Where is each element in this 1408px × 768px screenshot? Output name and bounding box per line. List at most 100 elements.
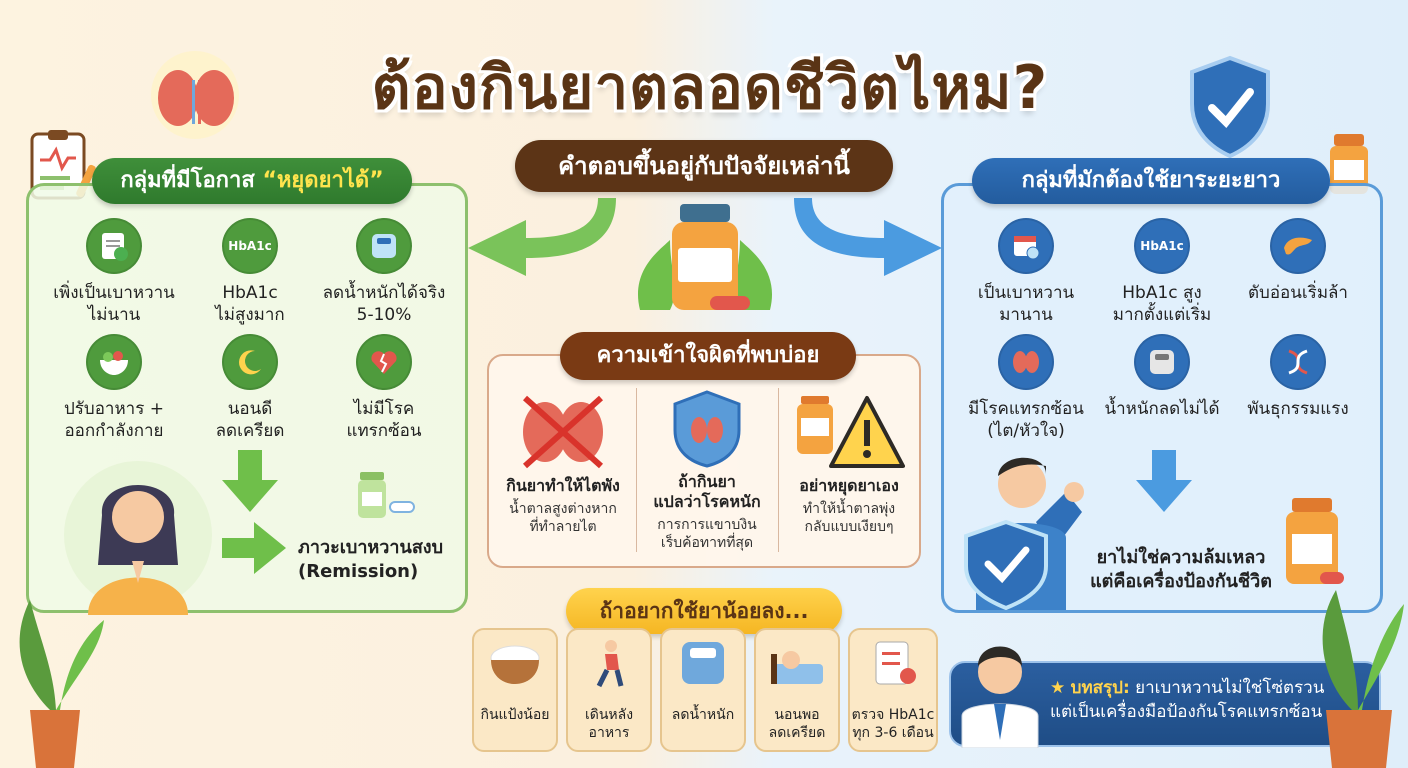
pancreas-icon [1270,218,1326,274]
myth-sub2: เร็บค้อทาทที่สุด [660,535,754,551]
item-line2: ไม่นาน [87,305,141,325]
hba1c-icon: HbA1c [1134,218,1190,274]
doctor-icon [961,646,1039,748]
item-line2: มากตั้งแต่เริ่ม [1112,305,1212,325]
long-term-heading: กลุ่มที่มักต้องใช้ยาระยะยาว [972,158,1330,204]
tip-line1: นอนพอ [774,707,820,723]
medicine-bottle-icon [1286,498,1344,584]
kidney-icon [998,334,1054,390]
summary-text2: แต่เป็นเครื่องมือป้องกันโรคแทรกซ้อน [1050,702,1323,722]
stop-medication-heading: กลุ่มที่มีโอกาส “หยุดยาได้” [92,158,412,204]
pill-bottle-icon [358,472,415,518]
myth-title: กินยาทำให้ไตพัง [506,476,620,495]
kidney-shield-icon [673,390,741,468]
scale-icon [1134,334,1190,390]
tip-item-3: ลดน้ำหนัก [660,628,746,752]
item-line1: นอนดี [227,399,273,419]
not-failure-result: ยาไม่ใช่ความล้มเหลว แต่คือเครื่องป้องกัน… [1086,546,1276,594]
myth-sub1: ทำให้น้ำตาลพุ่ง [802,501,896,517]
curved-arrow-right-icon [794,198,942,276]
curved-arrow-left-icon [468,198,616,276]
sleeping-icon [756,638,838,700]
left-item-3: ลดน้ำหนักได้จริง 5-10% [314,218,454,326]
myth-title: ถ้ากินยา [678,472,736,491]
scale-icon [662,638,744,700]
item-line1: HbA1c [222,283,278,303]
tip-item-1: กินแป้งน้อย [472,628,558,752]
myth-item-2: ถ้ากินยา แปลว่าโรคหนัก การการแขาบงิน เร็… [638,388,776,552]
scale-icon [356,218,412,274]
plant-icon [19,600,104,768]
item-line1: พันธุกรรมแรง [1247,399,1349,419]
page-title: ต้องกินยาตลอดชีวิตไหม? [371,53,1049,123]
item-line2: 5-10% [356,305,412,325]
tip-item-2: เดินหลัง อาหาร [566,628,652,752]
right-item-3: ตับอ่อนเริ่มล้า [1228,218,1368,304]
arrow-right-icon [222,522,286,574]
crossed-kidney-icon [522,395,604,469]
tip-line2: ทุก 3-6 เดือน [852,725,934,741]
summary-text: ★ บทสรุป: ยาเบาหวานไม่ใช่โซ่ตรวน แต่เป็น… [1050,676,1370,724]
myth-sub2: ที่ทำลายไต [529,519,597,535]
item-line1: เพิ่งเป็นเบาหวาน [53,283,175,303]
broken-heart-icon [356,334,412,390]
tip-item-4: นอนพอ ลดเครียด [754,628,840,752]
myth-item-1: กินยาทำให้ไตพัง น้ำตาลสูงต่างหาก ที่ทำลา… [494,388,632,536]
plant-icon [1322,590,1404,768]
item-line1: เป็นเบาหวาน [977,283,1075,303]
tip-line2: อาหาร [588,725,630,741]
summary-text1: ยาเบาหวานไม่ใช่โซ่ตรวน [1135,678,1325,698]
item-line1: HbA1c สูง [1122,283,1202,303]
item-line2: ลดเครียด [215,421,285,441]
item-line2: (ไต/หัวใจ) [987,421,1065,441]
right-item-1: เป็นเบาหวาน มานาน [956,218,1096,326]
heading-highlight: “หยุดยาได้” [262,168,384,193]
man-with-shield-icon [964,457,1084,610]
arrow-down-icon [1136,450,1192,512]
myth-item-3: อย่าหยุดยาเอง ทำให้น้ำตาลพุ่ง กลับแบบเงี… [780,388,918,536]
item-line1: ไม่มีโรค [353,399,415,419]
left-item-4: ปรับอาหาร + ออกกำลังกาย [44,334,184,442]
summary-label: บทสรุป: [1070,678,1130,698]
tip-line1: ลดน้ำหนัก [671,707,735,723]
tip-item-5: ตรวจ HbA1c ทุก 3-6 เดือน [848,628,938,752]
item-line1: ปรับอาหาร + [64,399,164,419]
left-item-1: เพิ่งเป็นเบาหวาน ไม่นาน [44,218,184,326]
item-line2: แทรกซ้อน [346,421,422,441]
tip-line1: ตรวจ HbA1c [851,707,935,723]
left-item-2: HbA1c HbA1c ไม่สูงมาก [180,218,320,326]
item-line1: ตับอ่อนเริ่มล้า [1248,283,1348,303]
item-line2: ออกกำลังกาย [64,421,164,441]
remission-line1: ภาวะเบาหวานสงบ [298,537,444,558]
arrow-down-icon [222,450,278,512]
myth-sub1: น้ำตาลสูงต่างหาก [509,501,617,517]
remission-line2: (Remission) [298,561,419,582]
right-item-6: พันธุกรรมแรง [1228,334,1368,420]
calendar-clock-icon [998,218,1054,274]
kidneys-icon [151,51,239,139]
salad-bowl-icon [86,334,142,390]
result-line1: ยาไม่ใช่ความล้มเหลว [1096,547,1266,568]
myth-sub1: การการแขาบงิน [657,517,757,533]
rice-bowl-icon [474,638,556,700]
subtitle-pill: คำตอบขึ้นอยู่กับปัจจัยเหล่านี้ [515,140,893,192]
right-item-5: น้ำหนักลดไม่ได้ [1092,334,1232,420]
tip-line2: ลดเครียด [768,725,826,741]
myth-title2: แปลว่าโรคหนัก [653,492,761,511]
warning-icon [797,396,905,468]
medicine-bottle-icon [1330,134,1368,194]
item-line1: ลดน้ำหนักได้จริง [322,283,446,303]
item-line2: มานาน [999,305,1053,325]
tip-line1: กินแป้งน้อย [480,707,550,723]
heading-prefix: กลุ่มที่มีโอกาส [120,168,263,193]
shield-check-icon [1190,55,1270,159]
moon-sleep-icon [222,334,278,390]
myth-sub2: กลับแบบเงียบๆ [804,519,894,535]
left-item-6: ไม่มีโรค แทรกซ้อน [314,334,454,442]
clipboard-check-icon [86,218,142,274]
remission-result: ภาวะเบาหวานสงบ (Remission) [298,536,458,584]
tips-heading: ถ้าอยากใช้ยาน้อยลง... [566,588,842,634]
myth-title: อย่าหยุดยาเอง [799,476,899,495]
myths-heading: ความเข้าใจผิดที่พบบ่อย [560,332,856,380]
right-item-4: มีโรคแทรกซ้อน (ไต/หัวใจ) [956,334,1096,442]
